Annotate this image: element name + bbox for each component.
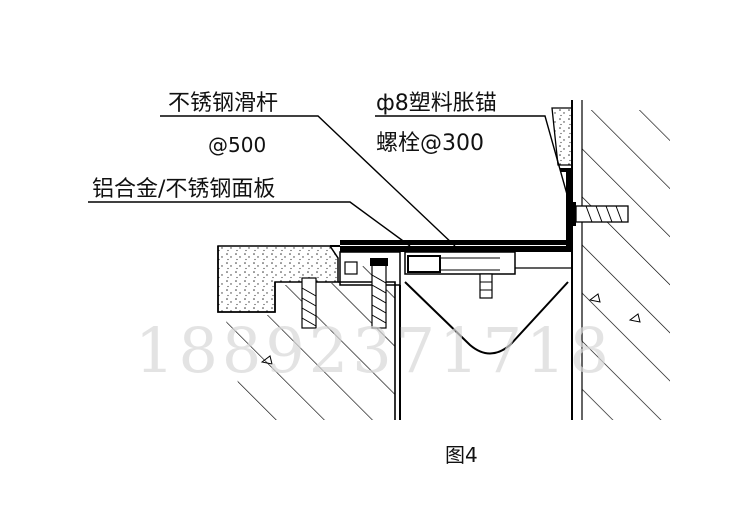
concrete-markers: [260, 293, 641, 365]
anchor-spacing-label: 螺栓@300: [376, 131, 484, 156]
anchor-bolt-2: [370, 258, 388, 329]
watermark-phone: 18892371718: [135, 314, 613, 387]
anchor-label: ф8塑料胀锚: [376, 91, 497, 116]
anchor-bolt-1: [301, 277, 317, 329]
left-slab-outline: [217, 246, 396, 420]
wall-anchor-bolt: [566, 202, 629, 226]
slide-rod-bolt: [479, 273, 493, 299]
wall-angle-bracket: [340, 168, 572, 252]
v-waterstop: [404, 281, 569, 355]
cover-plate: [340, 240, 568, 245]
right-wall-plaster: [551, 107, 573, 166]
figure-caption: 图4: [445, 443, 478, 467]
right-wall-hatch: [582, 110, 670, 420]
leader-lines: [88, 115, 571, 247]
plate-label: 铝合金/不锈钢面板: [92, 177, 275, 202]
rod-spacing-label: @500: [208, 133, 266, 157]
rod-label: 不锈钢滑杆: [168, 91, 278, 116]
